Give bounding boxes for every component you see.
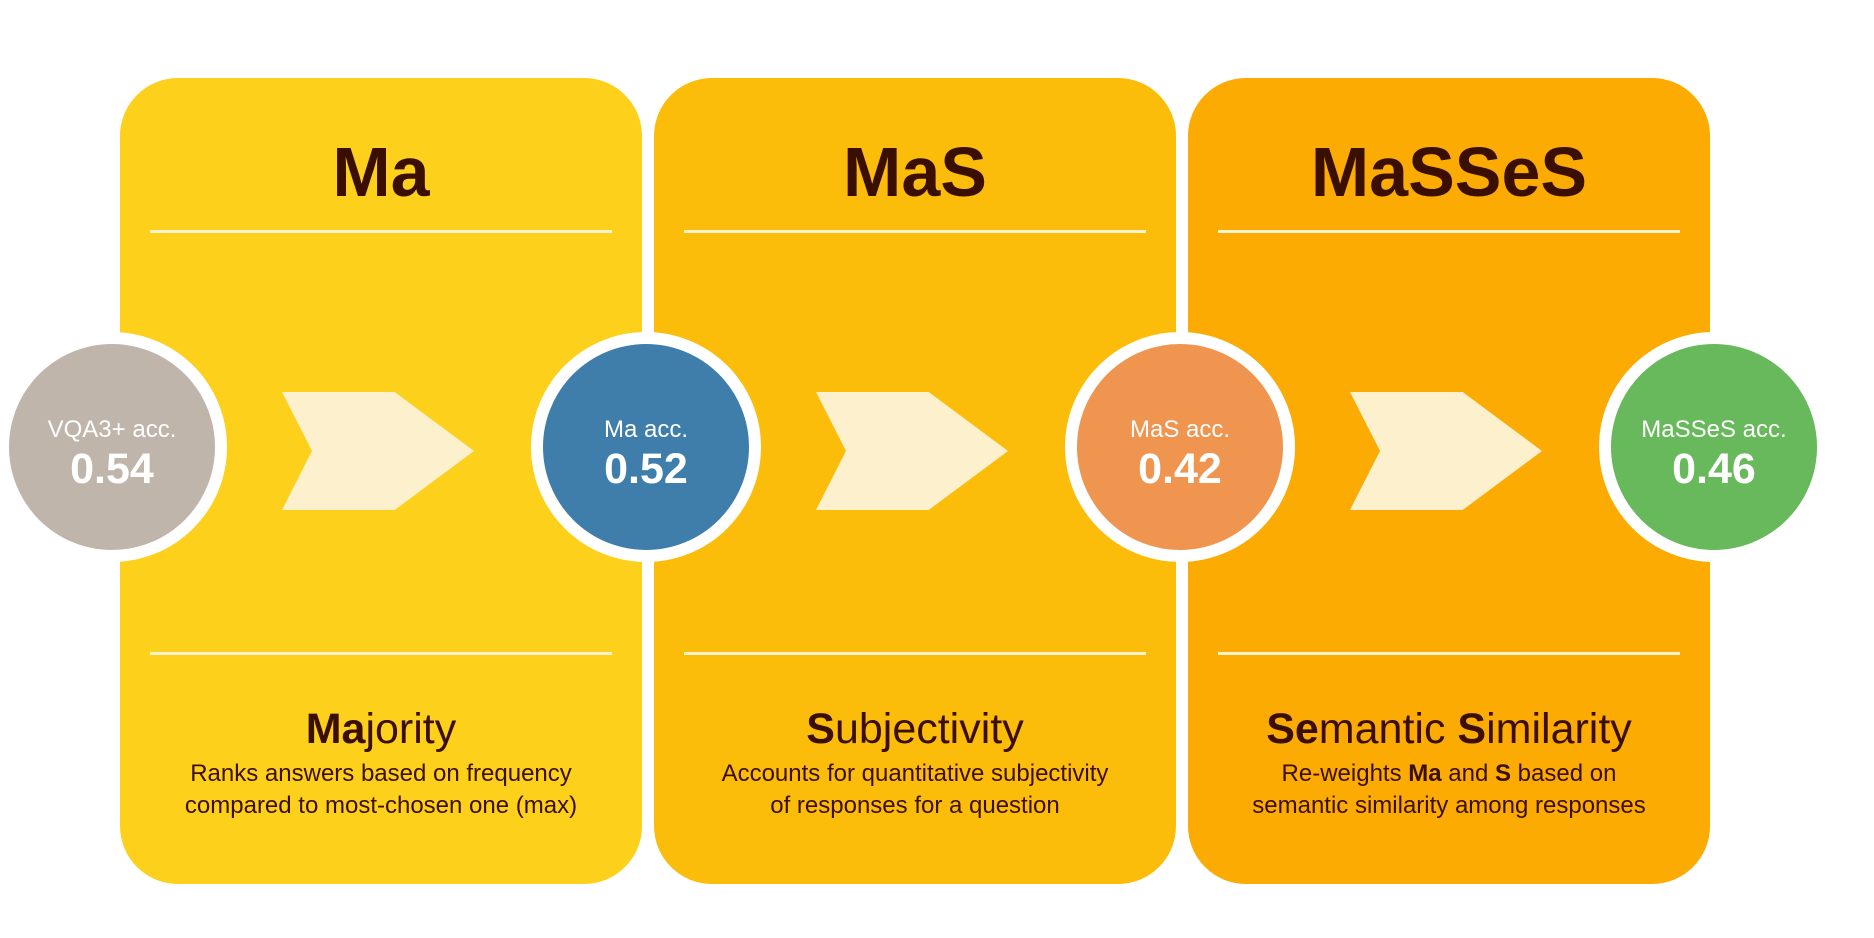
text-run: Accounts for quantitative subjectivity	[721, 760, 1109, 787]
text-run: jority	[365, 705, 457, 753]
arrow-right-icon	[816, 392, 1008, 510]
metric-description: Ranks answers based on frequency compared…	[130, 758, 632, 822]
divider	[684, 652, 1146, 655]
divider	[150, 652, 612, 655]
text-run: compared to most-chosen one (max)	[184, 792, 578, 820]
accuracy-value: 0.54	[70, 445, 154, 493]
metric-description: Accounts for quantitative subjectivity of…	[664, 758, 1166, 822]
emphasis-text: S	[1495, 760, 1512, 787]
text-run: Re-weights	[1281, 760, 1409, 787]
panel-title: Ma	[332, 133, 430, 211]
metric-name: Subjectivity	[654, 704, 1176, 756]
text-run: based on	[1511, 760, 1617, 787]
accuracy-circle-ma: Ma acc. 0.52	[531, 332, 761, 562]
accuracy-value: 0.46	[1672, 445, 1756, 493]
metric-name: Semantic Similarity	[1188, 704, 1710, 756]
accuracy-label: VQA3+ acc.	[47, 416, 177, 443]
text-run: and	[1441, 760, 1495, 787]
description-line: Re-weights Ma and S based on	[1198, 758, 1700, 790]
text-run: ubjectivity	[834, 705, 1024, 753]
accuracy-value: 0.42	[1138, 445, 1222, 493]
description-line: compared to most-chosen one (max)	[130, 790, 632, 822]
description-line: Accounts for quantitative subjectivity	[664, 758, 1166, 790]
accuracy-value: 0.52	[604, 445, 688, 493]
metric-name: Majority	[120, 704, 642, 756]
divider	[1218, 652, 1680, 655]
panel-title: MaSSeS	[1310, 133, 1588, 211]
text-run: Ranks answers based on frequency	[190, 760, 572, 787]
accuracy-label: MaSSeS acc.	[1641, 416, 1787, 443]
description-line: Ranks answers based on frequency	[130, 758, 632, 790]
emphasis-text: S	[806, 705, 835, 753]
description-line: of responses for a question	[664, 790, 1166, 822]
emphasis-text: Ma	[1408, 760, 1442, 787]
text-run: imilarity	[1486, 705, 1632, 753]
divider	[684, 230, 1146, 233]
text-run: of responses for a question	[770, 792, 1060, 820]
divider	[1218, 230, 1680, 233]
emphasis-text: S	[1457, 705, 1487, 753]
accuracy-circle-mas: MaS acc. 0.42	[1065, 332, 1295, 562]
divider	[150, 230, 612, 233]
accuracy-circle-vqa3: VQA3+ acc. 0.54	[0, 332, 227, 562]
description-line: semantic similarity among responses	[1198, 790, 1700, 822]
panel-title: MaS	[843, 133, 987, 211]
arrow-right-icon	[282, 392, 474, 510]
accuracy-circle-masses: MaSSeS acc. 0.46	[1599, 332, 1829, 562]
emphasis-text: Ma	[305, 705, 366, 753]
text-run: semantic similarity among responses	[1252, 792, 1646, 820]
accuracy-label: Ma acc.	[603, 416, 689, 443]
accuracy-label: MaS acc.	[1129, 416, 1231, 443]
text-run: mantic	[1318, 705, 1458, 753]
arrow-right-icon	[1350, 392, 1542, 510]
emphasis-text: Se	[1266, 705, 1319, 753]
